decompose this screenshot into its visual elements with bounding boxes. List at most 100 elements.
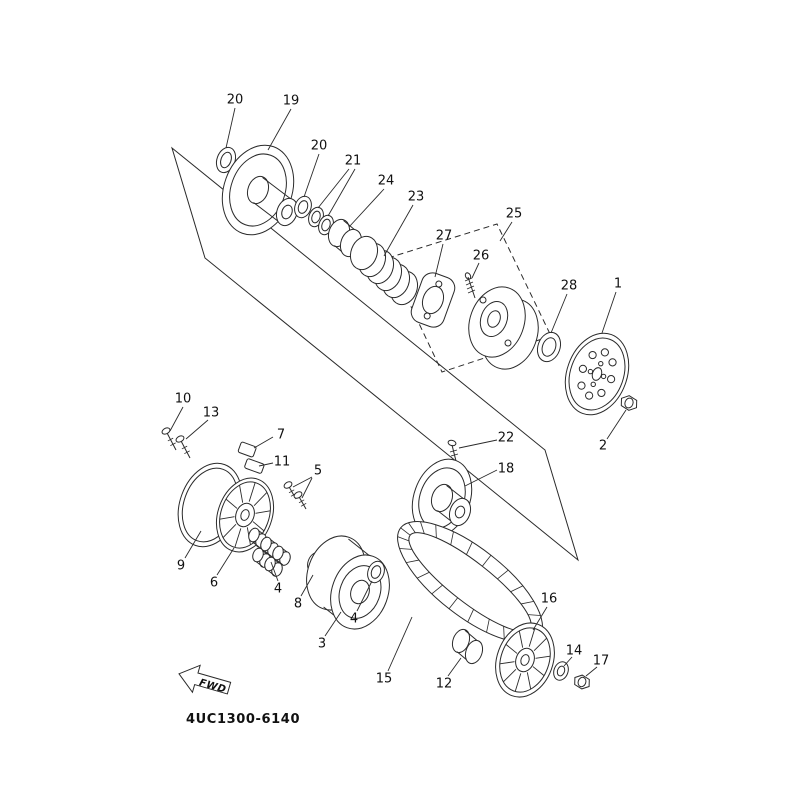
collar-front <box>464 639 484 665</box>
leader-line-21 <box>317 168 350 209</box>
roller-front <box>260 536 272 552</box>
leader-line-17 <box>585 666 598 677</box>
guide-rot <box>244 458 265 474</box>
leader-line-20 <box>225 107 236 149</box>
leader-line-9 <box>184 530 202 559</box>
ring <box>556 665 566 677</box>
leader-line-4 <box>356 580 373 612</box>
leader-line-28 <box>550 293 568 334</box>
cyl-side <box>343 220 356 231</box>
belt-tick <box>486 618 490 633</box>
part-13-bolt <box>175 435 191 459</box>
leader-line-4 <box>270 561 279 582</box>
hole <box>585 391 594 400</box>
ring <box>311 210 321 224</box>
blade-line <box>253 492 268 507</box>
clutch-bore <box>487 310 501 328</box>
clutch-hole <box>504 339 512 347</box>
part-label-6: 6 <box>210 576 218 591</box>
part-label-25: 25 <box>506 207 523 222</box>
belt-tick <box>435 524 437 538</box>
cyl-side <box>446 485 465 500</box>
part-label-8: 8 <box>294 597 302 612</box>
blade-line <box>219 516 235 520</box>
leader-line-13 <box>185 419 209 440</box>
belt-tick <box>497 569 509 580</box>
part-20-oil-seal <box>215 146 237 174</box>
blade-line <box>234 528 242 548</box>
clutch-hole <box>479 296 487 304</box>
slider-rot <box>237 441 257 458</box>
hole <box>578 364 588 373</box>
leader-line-24 <box>348 188 385 228</box>
blade-line <box>532 666 545 676</box>
part-label-11: 11 <box>274 455 291 470</box>
hole <box>597 388 606 398</box>
slider-shape <box>237 441 257 458</box>
part-10-bolt <box>161 427 177 451</box>
part-label-16: 16 <box>541 592 558 607</box>
leader-line-20 <box>303 153 320 198</box>
part-label-13: 13 <box>203 406 220 421</box>
leader-line-23 <box>383 204 414 257</box>
belt-tick <box>467 609 474 623</box>
bolt-shaft <box>165 430 177 451</box>
center-bore <box>591 367 603 381</box>
sheave-hub-back <box>246 175 270 205</box>
gasket-plate <box>410 272 456 328</box>
leader-line-19 <box>267 108 292 151</box>
part-label-27: 27 <box>436 229 453 244</box>
part-label-15: 15 <box>376 672 393 687</box>
leader-line-11 <box>258 462 274 467</box>
part-label-21: 21 <box>345 154 362 169</box>
blade-line <box>505 644 518 654</box>
part-27-gasket <box>410 272 456 328</box>
bolt-head <box>447 439 457 447</box>
blade-line <box>503 668 517 683</box>
gasket-hole <box>435 280 443 288</box>
part-label-7: 7 <box>277 428 285 443</box>
leader-line-5 <box>301 477 313 499</box>
roller-front <box>272 545 284 561</box>
leader-line-2 <box>606 409 627 440</box>
part-4-washer <box>367 560 385 584</box>
leader-line-7 <box>253 436 274 449</box>
part-label-17: 17 <box>593 654 610 669</box>
part-5-bolts <box>283 481 307 510</box>
spring-coil <box>349 235 379 271</box>
roller-front <box>252 547 264 563</box>
blade-line <box>518 630 524 648</box>
leader-line-5 <box>292 476 313 488</box>
subassembly-dashed-box <box>387 223 552 373</box>
belt-tick <box>448 597 459 610</box>
part-label-20: 20 <box>311 139 328 154</box>
ring <box>321 218 331 232</box>
blade-line <box>222 523 237 538</box>
leader-line-3 <box>324 611 342 637</box>
part-26-screw <box>464 272 476 299</box>
bolt-head <box>283 481 293 489</box>
hole <box>607 375 616 384</box>
ring <box>220 151 232 169</box>
collar-back <box>451 628 471 654</box>
guide-shape <box>244 458 265 474</box>
blade-line <box>499 661 515 665</box>
leader-line-22 <box>458 439 498 449</box>
blade-line <box>255 510 271 514</box>
leader-line-1 <box>601 291 617 334</box>
bolt-head <box>293 491 303 499</box>
part-label-4: 4 <box>274 582 282 597</box>
part-1-clutch-housing <box>564 332 630 416</box>
hole <box>587 368 594 375</box>
blade-line <box>514 673 522 692</box>
line <box>466 285 475 290</box>
part-14-washer <box>553 661 569 681</box>
belt-tick <box>420 521 425 534</box>
leader-line-18 <box>464 469 498 487</box>
cyl-side <box>464 629 479 642</box>
belt-tick <box>503 626 505 640</box>
line <box>465 281 474 286</box>
line <box>450 453 459 457</box>
diagram-code: 4UC1300-6140 <box>186 712 300 727</box>
